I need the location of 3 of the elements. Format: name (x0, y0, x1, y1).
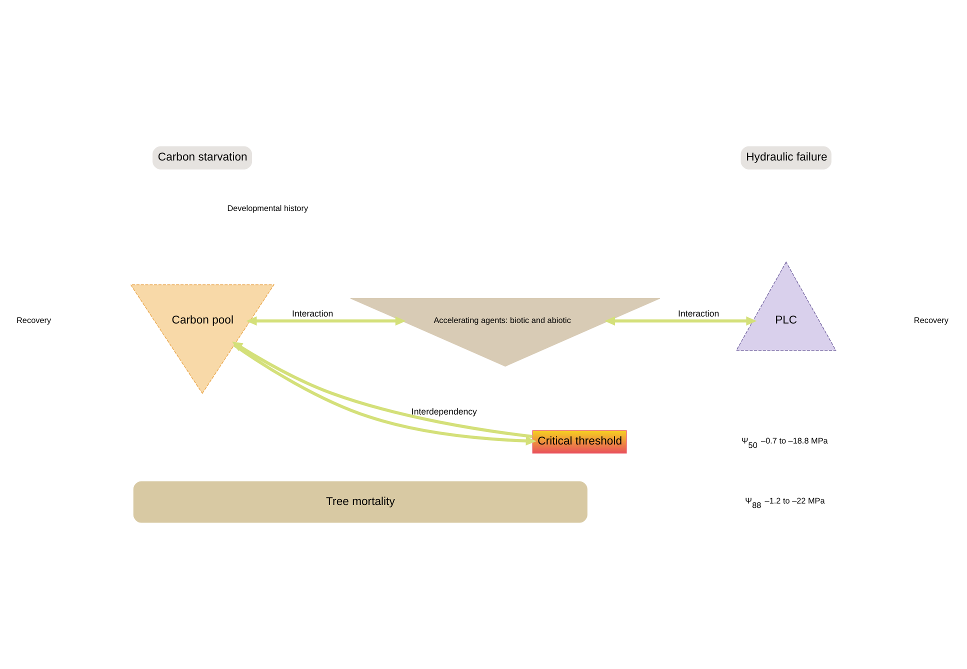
edge-label: Interdependency (411, 406, 477, 416)
edge-label: Interaction (678, 308, 720, 319)
edge-label: Interaction (292, 308, 334, 319)
